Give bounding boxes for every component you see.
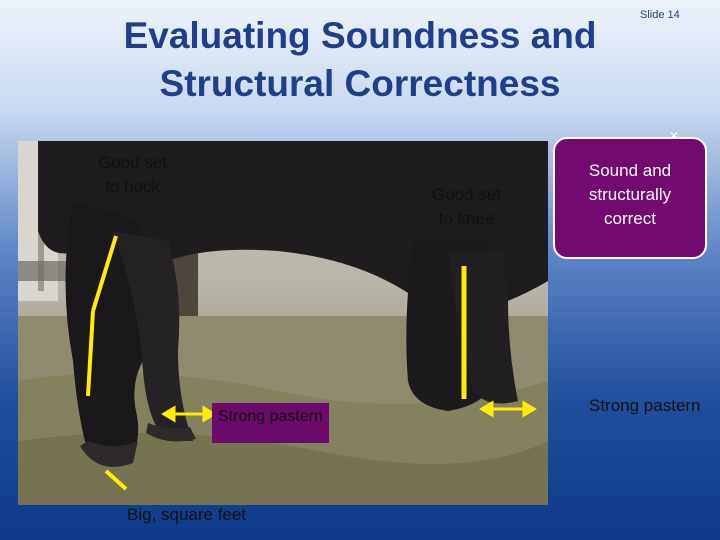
callout-line-2: structurally — [588, 185, 672, 204]
big-square-feet-label: Big, square feet — [127, 505, 247, 524]
strong-pastern-left-label: Strong pastern — [212, 403, 329, 443]
slide-number: Slide 14 — [640, 9, 680, 21]
cattle-leg-photo: Good set to hock Good set to knee Strong… — [18, 141, 548, 505]
callout-corner-mark: ✕ — [669, 129, 680, 143]
feet-indicator-line — [104, 469, 128, 491]
good-set-to-hock-label: Good set to hock — [98, 151, 167, 199]
pastern-arrow-right — [479, 400, 537, 418]
strong-pastern-right-label: Strong pastern — [589, 396, 701, 415]
callout-line-1: Sound and — [588, 161, 672, 180]
good-set-hock-line-2: to hock — [105, 177, 160, 196]
good-set-knee-line-2: to knee — [438, 209, 495, 228]
title-line-2: Structural Correctness — [159, 63, 561, 104]
slide-title: Evaluating Soundness and Structural Corr… — [80, 12, 640, 108]
good-set-hock-line-1: Good set — [98, 153, 167, 172]
hock-indicator-line — [91, 235, 118, 312]
good-set-knee-line-1: Good set — [432, 185, 501, 204]
pastern-arrow-left — [161, 405, 217, 423]
callout-line-3: correct — [604, 209, 656, 228]
good-set-to-knee-label: Good set to knee — [432, 183, 501, 231]
sound-correct-callout: Sound and structurally correct — [553, 137, 707, 259]
title-line-1: Evaluating Soundness and — [123, 15, 597, 56]
